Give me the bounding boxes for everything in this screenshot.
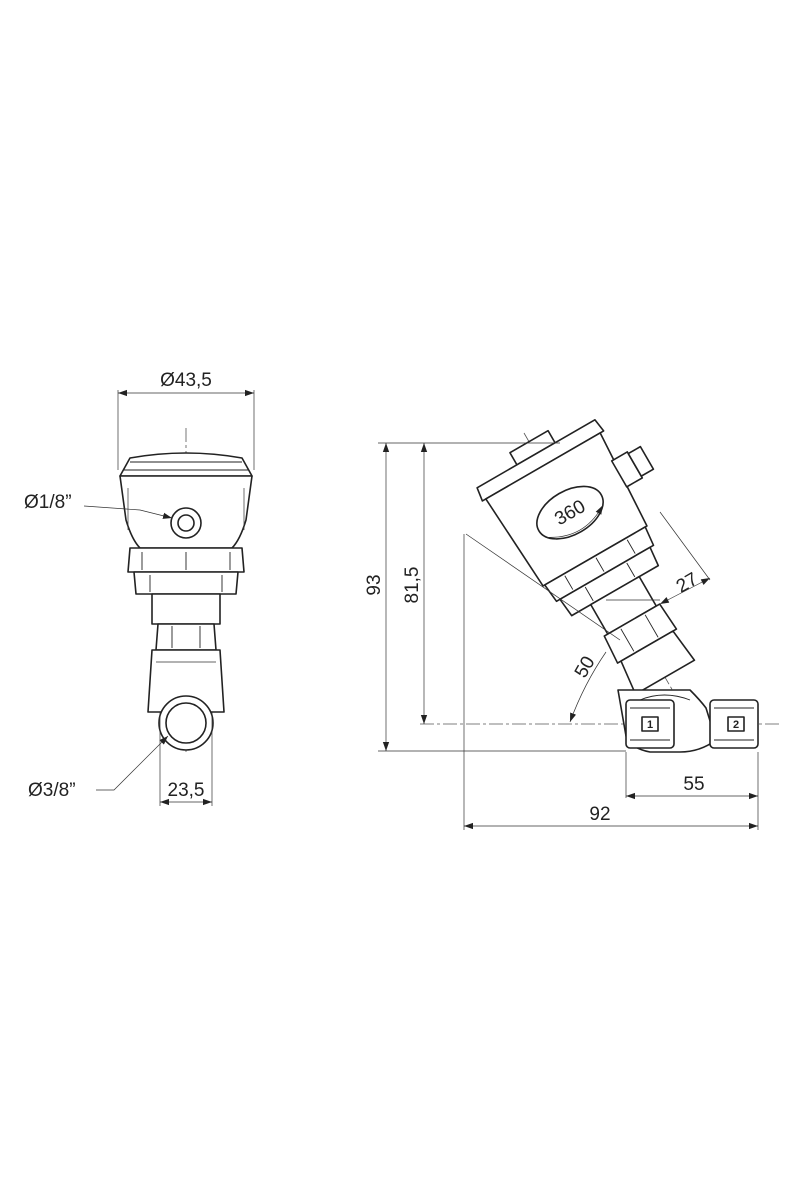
dim-pipe-port: Ø3/8”	[28, 780, 76, 801]
stem-tube	[151, 593, 221, 625]
pilot-port-outer	[170, 507, 202, 539]
actuator-nut-lower	[559, 546, 660, 617]
dim-angle: 50	[571, 653, 600, 682]
leader-pilot-port	[83, 505, 173, 519]
side-view: Ø43,5 Ø1/8” Ø3/8” 23,5	[24, 370, 255, 806]
port-inlet	[625, 699, 675, 749]
port-inlet-badge	[641, 716, 659, 732]
valve-body-side	[147, 649, 225, 713]
dim-hex-width: 23,5	[168, 780, 205, 801]
front-view: 360 1 2 93 81,5 27 50	[364, 418, 780, 830]
dim-total-height: 93	[364, 574, 385, 595]
actuator-assembly-tilted: 360	[476, 418, 696, 719]
dim-total-length: 92	[589, 804, 610, 825]
actuator-nut-lower	[133, 571, 239, 595]
dim-body-diameter: Ø43,5	[160, 370, 212, 391]
stem-hex-nut	[603, 603, 678, 664]
port-outlet	[709, 699, 759, 749]
bonnet	[620, 630, 696, 696]
port-inlet-label: 1	[647, 719, 653, 731]
pipe-port-outer	[158, 695, 214, 751]
cap-plate	[476, 418, 605, 502]
dim-actuator-height: 81,5	[402, 567, 423, 604]
actuator-cap	[119, 452, 253, 477]
actuator-nut-upper	[543, 526, 655, 603]
stem-hex-nut	[155, 623, 217, 651]
port-outlet-label: 2	[733, 719, 739, 731]
dim-body-length: 55	[683, 774, 704, 795]
pipe-port-inner	[165, 702, 207, 744]
port-outlet-badge	[727, 716, 745, 732]
rotation-ring	[536, 485, 604, 540]
leader-pipe-port	[96, 735, 169, 791]
actuator-drum	[485, 432, 648, 587]
dimension-arrow-icon	[659, 577, 711, 605]
dim-pilot-offset: 27	[673, 569, 702, 598]
angle-arc	[569, 651, 607, 723]
pilot-port-inner	[177, 514, 195, 532]
pilot-port-fitting	[627, 445, 655, 477]
dim-pilot-port: Ø1/8”	[24, 492, 72, 513]
rotation-arrow-icon	[547, 505, 604, 538]
